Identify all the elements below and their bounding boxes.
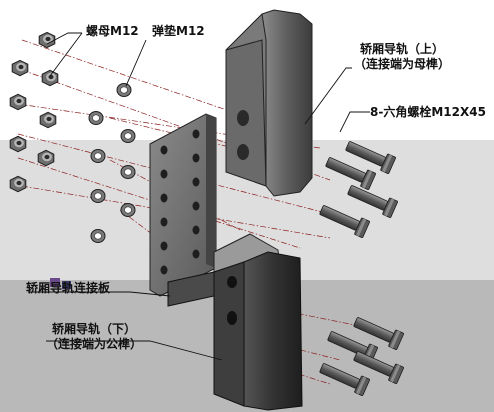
scan-noise-block [50,278,60,287]
connecting-plate-hole [192,201,200,211]
spring-washer-hole [124,168,132,176]
spring-washer-hole [94,152,102,160]
leader-line-lower-rail [46,340,223,361]
spring-washers [88,83,136,243]
spring-washer-hole [124,132,132,140]
spring-washer [120,129,136,143]
axis-line [221,349,331,385]
hex-bolt [353,351,404,384]
hex-nuts [9,31,59,193]
spring-washer [116,83,132,97]
label-lower-guide-rail: 轿厢导轨（下） （连接端为公榫） [46,322,142,352]
hex-nut [38,31,56,49]
lower-rail-bolt-hole [227,276,237,288]
hex-bolt-head-facet [356,376,367,395]
hex-nut [39,111,57,129]
connecting-plate-hole [192,177,200,187]
upper-rail-bolt-hole [237,110,249,126]
hex-bolt [345,141,396,174]
label-upper-guide-rail-line1: 轿厢导轨（上） [360,42,445,56]
label-lower-guide-rail-line1: 轿厢导轨（下） [52,322,137,336]
label-spring-washer: 弹垫M12 [152,24,205,38]
spring-washer [88,111,104,125]
hex-nut [41,69,59,87]
leader-line-nut [49,32,83,77]
label-upper-guide-rail: 轿厢导轨（上） （连接端为母榫） [354,42,450,72]
connecting-plate-hole [160,169,168,179]
connecting-plate-hole [192,153,200,163]
spring-washer-hole [120,86,128,94]
leader-line-bolt [339,111,370,133]
spring-washer [90,189,106,203]
leader-line-nut [46,32,82,45]
hex-nut-hole [45,36,51,42]
hex-bolt [353,317,404,350]
spring-washer-hole [94,232,102,240]
lower-rail-front-face [213,261,245,407]
lower-guide-rail [167,233,303,411]
label-connecting-plate: 轿厢导轨连接板 [26,281,111,295]
connecting-plate [149,113,217,297]
hex-bolt-head-facet [362,170,373,189]
hex-nut [9,175,27,193]
label-nut: 螺母M12 [86,24,139,38]
leader-lines [28,32,370,361]
connecting-plate-hole [192,225,200,235]
hex-nut-hole [16,180,22,186]
upper-rail-web [261,9,313,197]
hex-nut-hole [16,140,22,146]
hex-bolt [319,205,370,238]
lower-rail-web [243,251,303,411]
hex-nut-hole [18,64,24,70]
label-hex-bolt: 8-六角螺栓M12X45 [370,105,486,119]
hex-nut [9,93,27,111]
connecting-plate-edge [206,114,216,268]
connecting-plate-hole [160,265,168,275]
hex-bolt [325,157,376,190]
connecting-plate-hole [160,193,168,203]
spring-washer [90,229,106,243]
axis-line [17,157,301,249]
connecting-plate-hole [160,145,168,155]
spring-washer [120,203,136,217]
spring-washer [120,165,136,179]
connecting-plate-holes [160,129,200,275]
spring-washer-hole [124,206,132,214]
spring-washer [90,149,106,163]
upper-guide-rail [225,9,313,197]
lower-rail-flange-left [167,271,215,307]
hex-bolt-head-facet [390,364,401,383]
leader-line-plate [28,291,171,297]
hex-nut-hole [16,98,22,104]
hex-bolt-head-facet [356,218,367,237]
hex-bolt [347,185,398,218]
axis-line [21,39,251,119]
upper-rail-bolt-hole [237,144,249,160]
hex-nut [9,135,27,153]
hex-bolts [319,141,404,396]
hex-bolt-head-facet [382,154,393,173]
hex-nut-hole [46,116,52,122]
scan-noise-block [62,281,71,289]
label-upper-guide-rail-line2: （连接端为母榫） [354,57,451,71]
leader-line-upper-rail [304,67,352,125]
hex-nut-hole [44,154,50,160]
lower-rail-bolt-hole [227,311,237,325]
connecting-plate-hole [160,241,168,251]
leader-line-washer [125,39,147,87]
connecting-plate-hole [192,249,200,259]
hex-nut [37,149,55,167]
hex-nut [11,59,29,77]
connecting-plate-hole [192,129,200,139]
label-lower-guide-rail-line2: （连接端为公榫） [46,337,143,351]
connecting-plate-hole [160,217,168,227]
hex-bolt-head-facet [390,330,401,349]
hex-bolt-head-facet [384,198,395,217]
spring-washer-hole [94,192,102,200]
spring-washer-hole [92,114,100,122]
hex-nut-hole [48,74,54,80]
hex-bolt [319,363,370,396]
